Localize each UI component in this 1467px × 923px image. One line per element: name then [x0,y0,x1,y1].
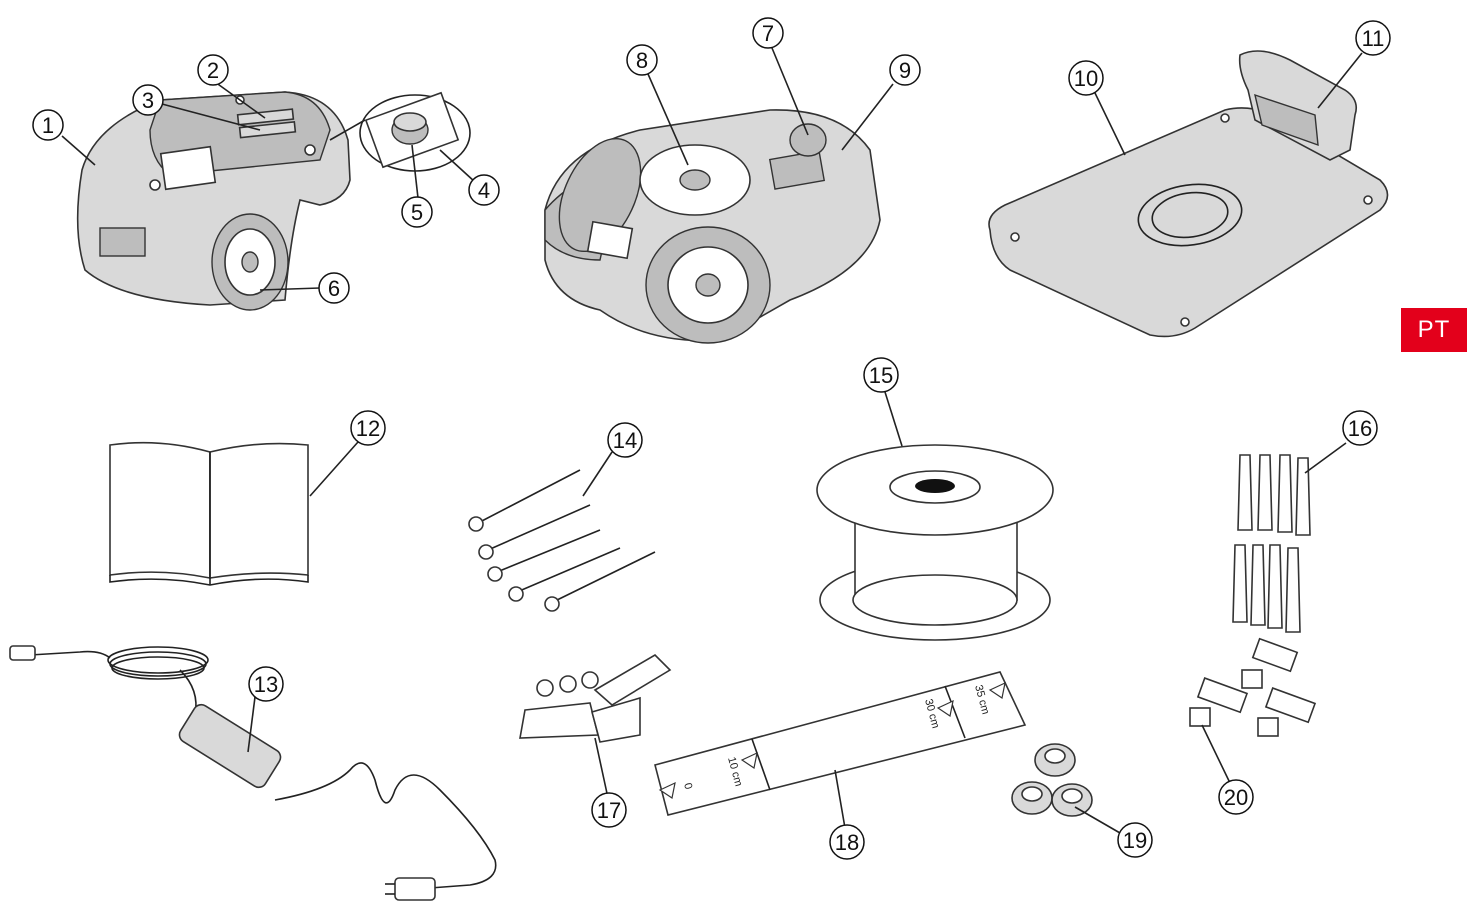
callout-18: 18 [830,825,864,859]
callout-15-label: 15 [869,363,893,388]
wire-spool [817,445,1053,640]
ground-pegs [1233,455,1310,632]
callout-12-label: 12 [356,416,380,441]
mower-bottom-view [543,110,880,343]
callout-3-label: 3 [142,88,154,113]
callout-2-label: 2 [207,58,219,83]
callout-1-label: 1 [42,113,54,138]
cable-clips [1190,639,1315,736]
wire-connectors [1012,744,1092,816]
callout-19: 19 [1118,823,1152,857]
drive-wheel [646,227,770,343]
callout-16: 16 [1343,411,1377,445]
callout-17: 17 [592,793,626,827]
callout-14-label: 14 [613,428,637,453]
callout-15: 15 [864,358,898,392]
screw-set [469,470,655,611]
callout-2: 2 [198,55,228,85]
callout-13-label: 13 [254,672,278,697]
callout-13: 13 [249,667,283,701]
callout-19-label: 19 [1123,828,1147,853]
stop-button-detail [360,93,470,171]
callout-8: 8 [627,45,657,75]
rear-wheel [212,214,288,310]
callout-6: 6 [319,273,349,303]
callout-11: 11 [1356,21,1390,55]
callout-7: 7 [753,18,783,48]
callout-17-label: 17 [597,798,621,823]
callout-14: 14 [608,423,642,457]
manual-book [110,443,308,585]
callout-9: 9 [890,55,920,85]
charging-station [989,51,1388,336]
callout-7-label: 7 [762,21,774,46]
callout-3: 3 [133,85,163,115]
callout-4-label: 4 [478,178,490,203]
callout-16-label: 16 [1348,416,1372,441]
callout-6-label: 6 [328,276,340,301]
callout-20-label: 20 [1224,785,1248,810]
blade-kit [520,655,670,742]
callout-8-label: 8 [636,48,648,73]
callout-9-label: 9 [899,58,911,83]
callout-20: 20 [1219,780,1253,814]
callout-11-label: 11 [1362,26,1385,51]
callout-10: 10 [1069,61,1103,95]
callout-4: 4 [469,175,499,205]
callout-5-label: 5 [411,200,423,225]
callout-10-label: 10 [1074,66,1098,91]
callout-1: 1 [33,110,63,140]
callout-5: 5 [402,197,432,227]
callout-18-label: 18 [835,830,859,855]
measuring-ruler: 0 10 cm 30 cm 35 cm [655,672,1025,815]
callout-12: 12 [351,411,385,445]
